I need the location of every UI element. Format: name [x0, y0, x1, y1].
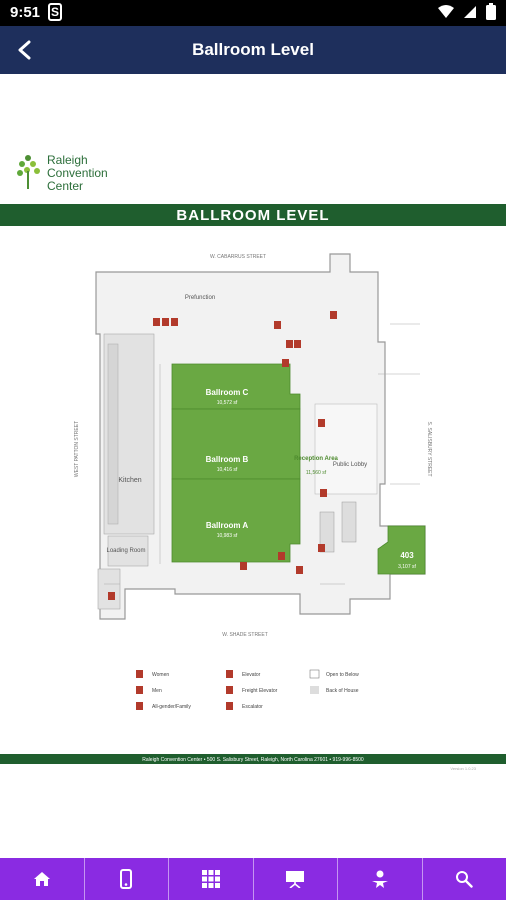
kitchen-label: Kitchen: [118, 477, 141, 484]
street-north: W. CABARRUS STREET: [210, 254, 266, 260]
banner-title: BALLROOM LEVEL: [176, 207, 329, 224]
legend-men: Men: [152, 688, 162, 694]
legend-family-icon: [136, 702, 143, 710]
map-version: Version 1.0.23: [450, 766, 476, 771]
rcc-logo: [17, 155, 40, 189]
person-icon: [371, 870, 388, 888]
restroom-women-marker: [153, 318, 160, 326]
room-403[interactable]: [377, 525, 426, 575]
loading-room: [107, 535, 149, 567]
corridor-west: [107, 343, 119, 525]
restroom-marker-4: [282, 359, 289, 367]
loading-label: Loading Room: [106, 548, 145, 554]
reception-area: 11,560 sf: [306, 470, 327, 476]
ballroom-b-name: Ballroom B: [206, 455, 249, 464]
floor-map-view[interactable]: Raleigh Convention Center BALLROOM LEVEL…: [0, 74, 506, 858]
sync-status-icon: S: [48, 3, 62, 21]
brand-line-3: Center: [47, 179, 83, 193]
legend-boh-icon: [310, 686, 319, 694]
street-west: WEST PATTON STREET: [74, 421, 80, 477]
legend-escalator: Escalator: [242, 704, 263, 710]
reception-name: Reception Area: [294, 456, 338, 462]
elevator-marker: [274, 321, 281, 329]
legend-escalator-icon: [226, 702, 233, 710]
status-time: 9:51: [10, 4, 41, 21]
brand-line-1: Raleigh: [47, 153, 88, 167]
freight-elevator-marker: [240, 562, 247, 570]
escalator-marker: [318, 419, 325, 427]
map-footer-text: Raleigh Convention Center • 500 S. Salis…: [142, 757, 364, 763]
nav-person[interactable]: [338, 858, 423, 900]
public-lobby-label: Public Lobby: [333, 462, 367, 468]
street-east: S. SALISBURY STREET: [426, 421, 432, 476]
presentation-icon: [286, 871, 305, 888]
bottom-nav: [0, 858, 506, 900]
prefunction-label: Prefunction: [185, 295, 215, 301]
loading-dock: [97, 568, 121, 610]
escalator-marker-2: [320, 489, 327, 497]
nav-mobile[interactable]: [85, 858, 169, 900]
street-south: W. SHADE STREET: [222, 632, 268, 638]
legend-open: Open to Below: [326, 672, 359, 678]
room-403-name: 403: [400, 551, 414, 560]
signal-icon: [464, 5, 476, 18]
battery-icon: [486, 3, 496, 20]
legend-women: Women: [152, 672, 169, 678]
legend-open-icon: [309, 669, 320, 679]
nav-grid[interactable]: [169, 858, 254, 900]
app-bar: Ballroom Level: [0, 26, 506, 74]
legend-freight-icon: [226, 686, 233, 694]
legend-freight: Freight Elevator: [242, 688, 278, 694]
elevator-marker-2: [330, 311, 337, 319]
map-footer-band: [0, 754, 506, 764]
restroom-marker-8: [108, 592, 115, 600]
map-details: [104, 323, 420, 585]
restroom-men-marker: [162, 318, 169, 326]
wifi-icon: [438, 4, 454, 18]
legend-boh: Back of House: [326, 688, 359, 694]
amenity-markers: [108, 311, 337, 600]
brand-line-2: Convention: [47, 166, 108, 180]
home-icon: [33, 872, 50, 886]
page-title: Ballroom Level: [192, 40, 314, 59]
restroom-marker-6: [278, 552, 285, 560]
back-button[interactable]: [8, 34, 40, 66]
search-icon: [456, 871, 473, 888]
restroom-marker-2: [286, 340, 293, 348]
nav-search[interactable]: [423, 858, 506, 900]
ballroom-b-area: 10,416 sf: [217, 467, 238, 473]
room-403-area: 3,107 sf: [398, 564, 416, 570]
back-arrow-icon: [18, 40, 31, 60]
status-bar: 9:51 S: [0, 0, 506, 26]
nav-home[interactable]: [0, 858, 85, 900]
restroom-marker-5: [318, 544, 325, 552]
legend-elevator-icon: [226, 670, 233, 678]
ballroom-b[interactable]: [171, 408, 301, 480]
legend-family: All-gender/Family: [152, 704, 191, 710]
ballroom-a-name: Ballroom A: [206, 521, 249, 530]
nav-presentation[interactable]: [254, 858, 338, 900]
public-lobby-area: [314, 403, 378, 495]
phone-icon: [120, 869, 133, 889]
status-icons: [438, 3, 496, 20]
restroom-family-marker: [171, 318, 178, 326]
legend-elevator: Elevator: [242, 672, 261, 678]
map-legend: Women Elevator Open to Below Men Freight…: [136, 669, 359, 710]
grid-icon: [201, 870, 220, 888]
ballroom-c-name: Ballroom C: [206, 388, 249, 397]
ballroom-a-area: 10,983 sf: [217, 533, 238, 539]
level-banner: [0, 204, 506, 226]
ballroom-c-area: 10,572 sf: [217, 400, 238, 406]
floor-map: Raleigh Convention Center BALLROOM LEVEL…: [0, 153, 506, 771]
restroom-marker-7: [296, 566, 303, 574]
escalator-bank-2: [319, 511, 335, 553]
restroom-marker-3: [294, 340, 301, 348]
ballroom-a[interactable]: [171, 478, 301, 563]
legend-men-icon: [136, 686, 143, 694]
legend-women-icon: [136, 670, 143, 678]
escalator-bank: [341, 501, 357, 543]
